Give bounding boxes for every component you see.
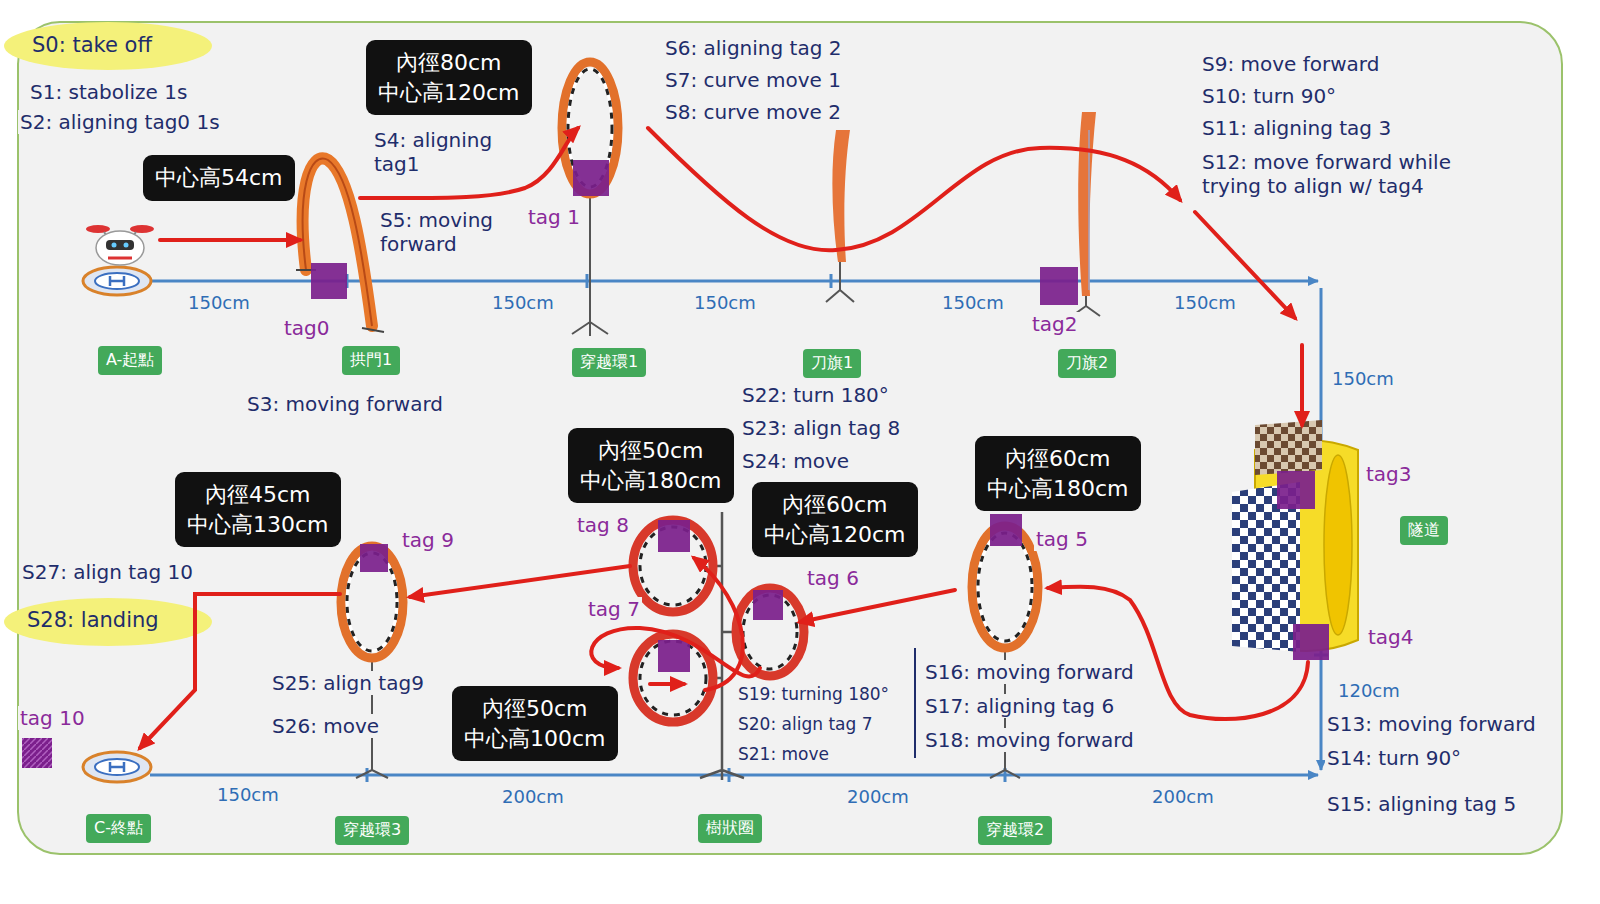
tag-label: tag0 <box>282 316 332 340</box>
spec-text: 刀旗2 <box>1066 353 1108 374</box>
step-note: S10: turn 90° <box>1200 84 1338 108</box>
station-tag: 刀旗1 <box>803 349 861 378</box>
step-note: S27: align tag 10 <box>20 560 195 584</box>
spec-text: 中心高100cm <box>464 724 606 754</box>
tag-label: tag 1 <box>526 205 582 229</box>
step-note: S8: curve move 2 <box>663 100 843 124</box>
step-note: S0: take off <box>30 33 154 58</box>
step-note: S25: align tag9 <box>270 671 426 695</box>
tag-label: tag 6 <box>805 566 861 590</box>
step-note: S9: move forward <box>1200 52 1381 76</box>
station-tag: 穿越環3 <box>335 816 409 845</box>
spec-text: 內徑60cm <box>764 490 906 520</box>
dimension-label: 150cm <box>186 292 252 314</box>
step-note: S19: turning 180° <box>736 684 891 704</box>
station-tag: 隧道 <box>1400 516 1448 545</box>
step-note: S16: moving forward <box>923 660 1136 684</box>
step-note: S6: aligning tag 2 <box>663 36 843 60</box>
dimension-label: 150cm <box>1172 292 1238 314</box>
station-tag: 穿越環2 <box>978 816 1052 845</box>
spec-text: A-起點 <box>106 350 154 371</box>
station-tag: 穿越環1 <box>572 348 646 377</box>
spec-text: C-終點 <box>94 818 143 839</box>
spec-text: 拱門1 <box>350 350 392 371</box>
dimension-label: 150cm <box>940 292 1006 314</box>
dimension-label: 120cm <box>1336 680 1402 702</box>
spec-text: 內徑50cm <box>464 694 606 724</box>
step-note: S26: move <box>270 714 381 738</box>
step-note: S28: landing <box>25 608 161 633</box>
step-note: S22: turn 180° <box>740 383 891 407</box>
spec-box: 內徑50cm中心高180cm <box>568 428 734 503</box>
dimension-label: 150cm <box>490 292 556 314</box>
step-note: S4: aligning tag1 <box>372 128 526 176</box>
tag-label: tag 7 <box>586 597 642 621</box>
station-tag: 拱門1 <box>342 346 400 375</box>
step-note: S17: aligning tag 6 <box>923 694 1116 718</box>
step-note: S7: curve move 1 <box>663 68 843 92</box>
station-tag: 刀旗2 <box>1058 349 1116 378</box>
tag-label: tag2 <box>1030 312 1080 336</box>
step-note: S11: aligning tag 3 <box>1200 116 1393 140</box>
spec-text: 內徑80cm <box>378 48 520 78</box>
step-note: S24: move <box>740 449 851 473</box>
spec-box: 內徑45cm中心高130cm <box>175 472 341 547</box>
spec-text: 穿越環3 <box>343 820 401 841</box>
step-note: S13: moving forward <box>1325 712 1538 736</box>
step-note: S21: move <box>736 744 831 764</box>
spec-box: 內徑60cm中心高180cm <box>975 436 1141 511</box>
spec-text: 隧道 <box>1408 520 1440 541</box>
dimension-label: 200cm <box>500 786 566 808</box>
step-note: S12: move forward while trying to align … <box>1200 150 1504 198</box>
spec-box: 中心高54cm <box>143 155 295 201</box>
dimension-label: 200cm <box>845 786 911 808</box>
step-note: S5: moving forward <box>378 208 522 256</box>
step-note: S23: align tag 8 <box>740 416 902 440</box>
step-note: S14: turn 90° <box>1325 746 1463 770</box>
step-note: S2: aligning tag0 1s <box>18 110 222 134</box>
dimension-label: 150cm <box>1330 368 1396 390</box>
spec-text: 樹狀圈 <box>706 818 754 839</box>
dimension-label: 150cm <box>215 784 281 806</box>
tag-label: tag 10 <box>18 706 87 730</box>
spec-box: 內徑60cm中心高120cm <box>752 482 918 557</box>
dimension-label: 150cm <box>692 292 758 314</box>
tag-label: tag3 <box>1364 462 1414 486</box>
spec-text: 中心高120cm <box>764 520 906 550</box>
dimension-label: 200cm <box>1150 786 1216 808</box>
step-note: S1: stabolize 1s <box>28 80 189 104</box>
tag-label: tag4 <box>1366 625 1416 649</box>
spec-text: 中心高54cm <box>155 163 283 193</box>
spec-text: 穿越環2 <box>986 820 1044 841</box>
step-note: S3: moving forward <box>245 392 445 416</box>
spec-text: 中心高130cm <box>187 510 329 540</box>
station-tag: 樹狀圈 <box>698 814 762 843</box>
spec-text: 穿越環1 <box>580 352 638 373</box>
spec-text: 中心高180cm <box>987 474 1129 504</box>
station-tag: C-終點 <box>86 814 151 843</box>
tag-label: tag 5 <box>1034 527 1090 551</box>
station-tag: A-起點 <box>98 346 162 375</box>
spec-box: 內徑50cm中心高100cm <box>452 686 618 761</box>
tag-label: tag 8 <box>575 513 631 537</box>
step-note: S20: align tag 7 <box>736 714 874 734</box>
step-note: S15: aligning tag 5 <box>1325 792 1518 816</box>
step-note: S18: moving forward <box>923 728 1136 752</box>
tag-label: tag 9 <box>400 528 456 552</box>
spec-text: 內徑45cm <box>187 480 329 510</box>
spec-box: 內徑80cm中心高120cm <box>366 40 532 115</box>
spec-text: 中心高180cm <box>580 466 722 496</box>
spec-text: 刀旗1 <box>811 353 853 374</box>
spec-text: 內徑50cm <box>580 436 722 466</box>
spec-text: 中心高120cm <box>378 78 520 108</box>
spec-text: 內徑60cm <box>987 444 1129 474</box>
